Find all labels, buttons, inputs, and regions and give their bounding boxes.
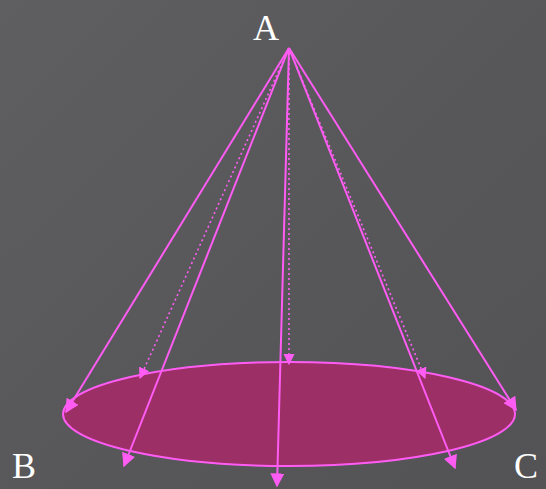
point-label: C — [514, 448, 538, 484]
hidden-arrows — [140, 48, 425, 378]
point-label: A — [253, 10, 279, 46]
point-label: B — [12, 448, 36, 484]
visible-arrows — [66, 48, 516, 486]
